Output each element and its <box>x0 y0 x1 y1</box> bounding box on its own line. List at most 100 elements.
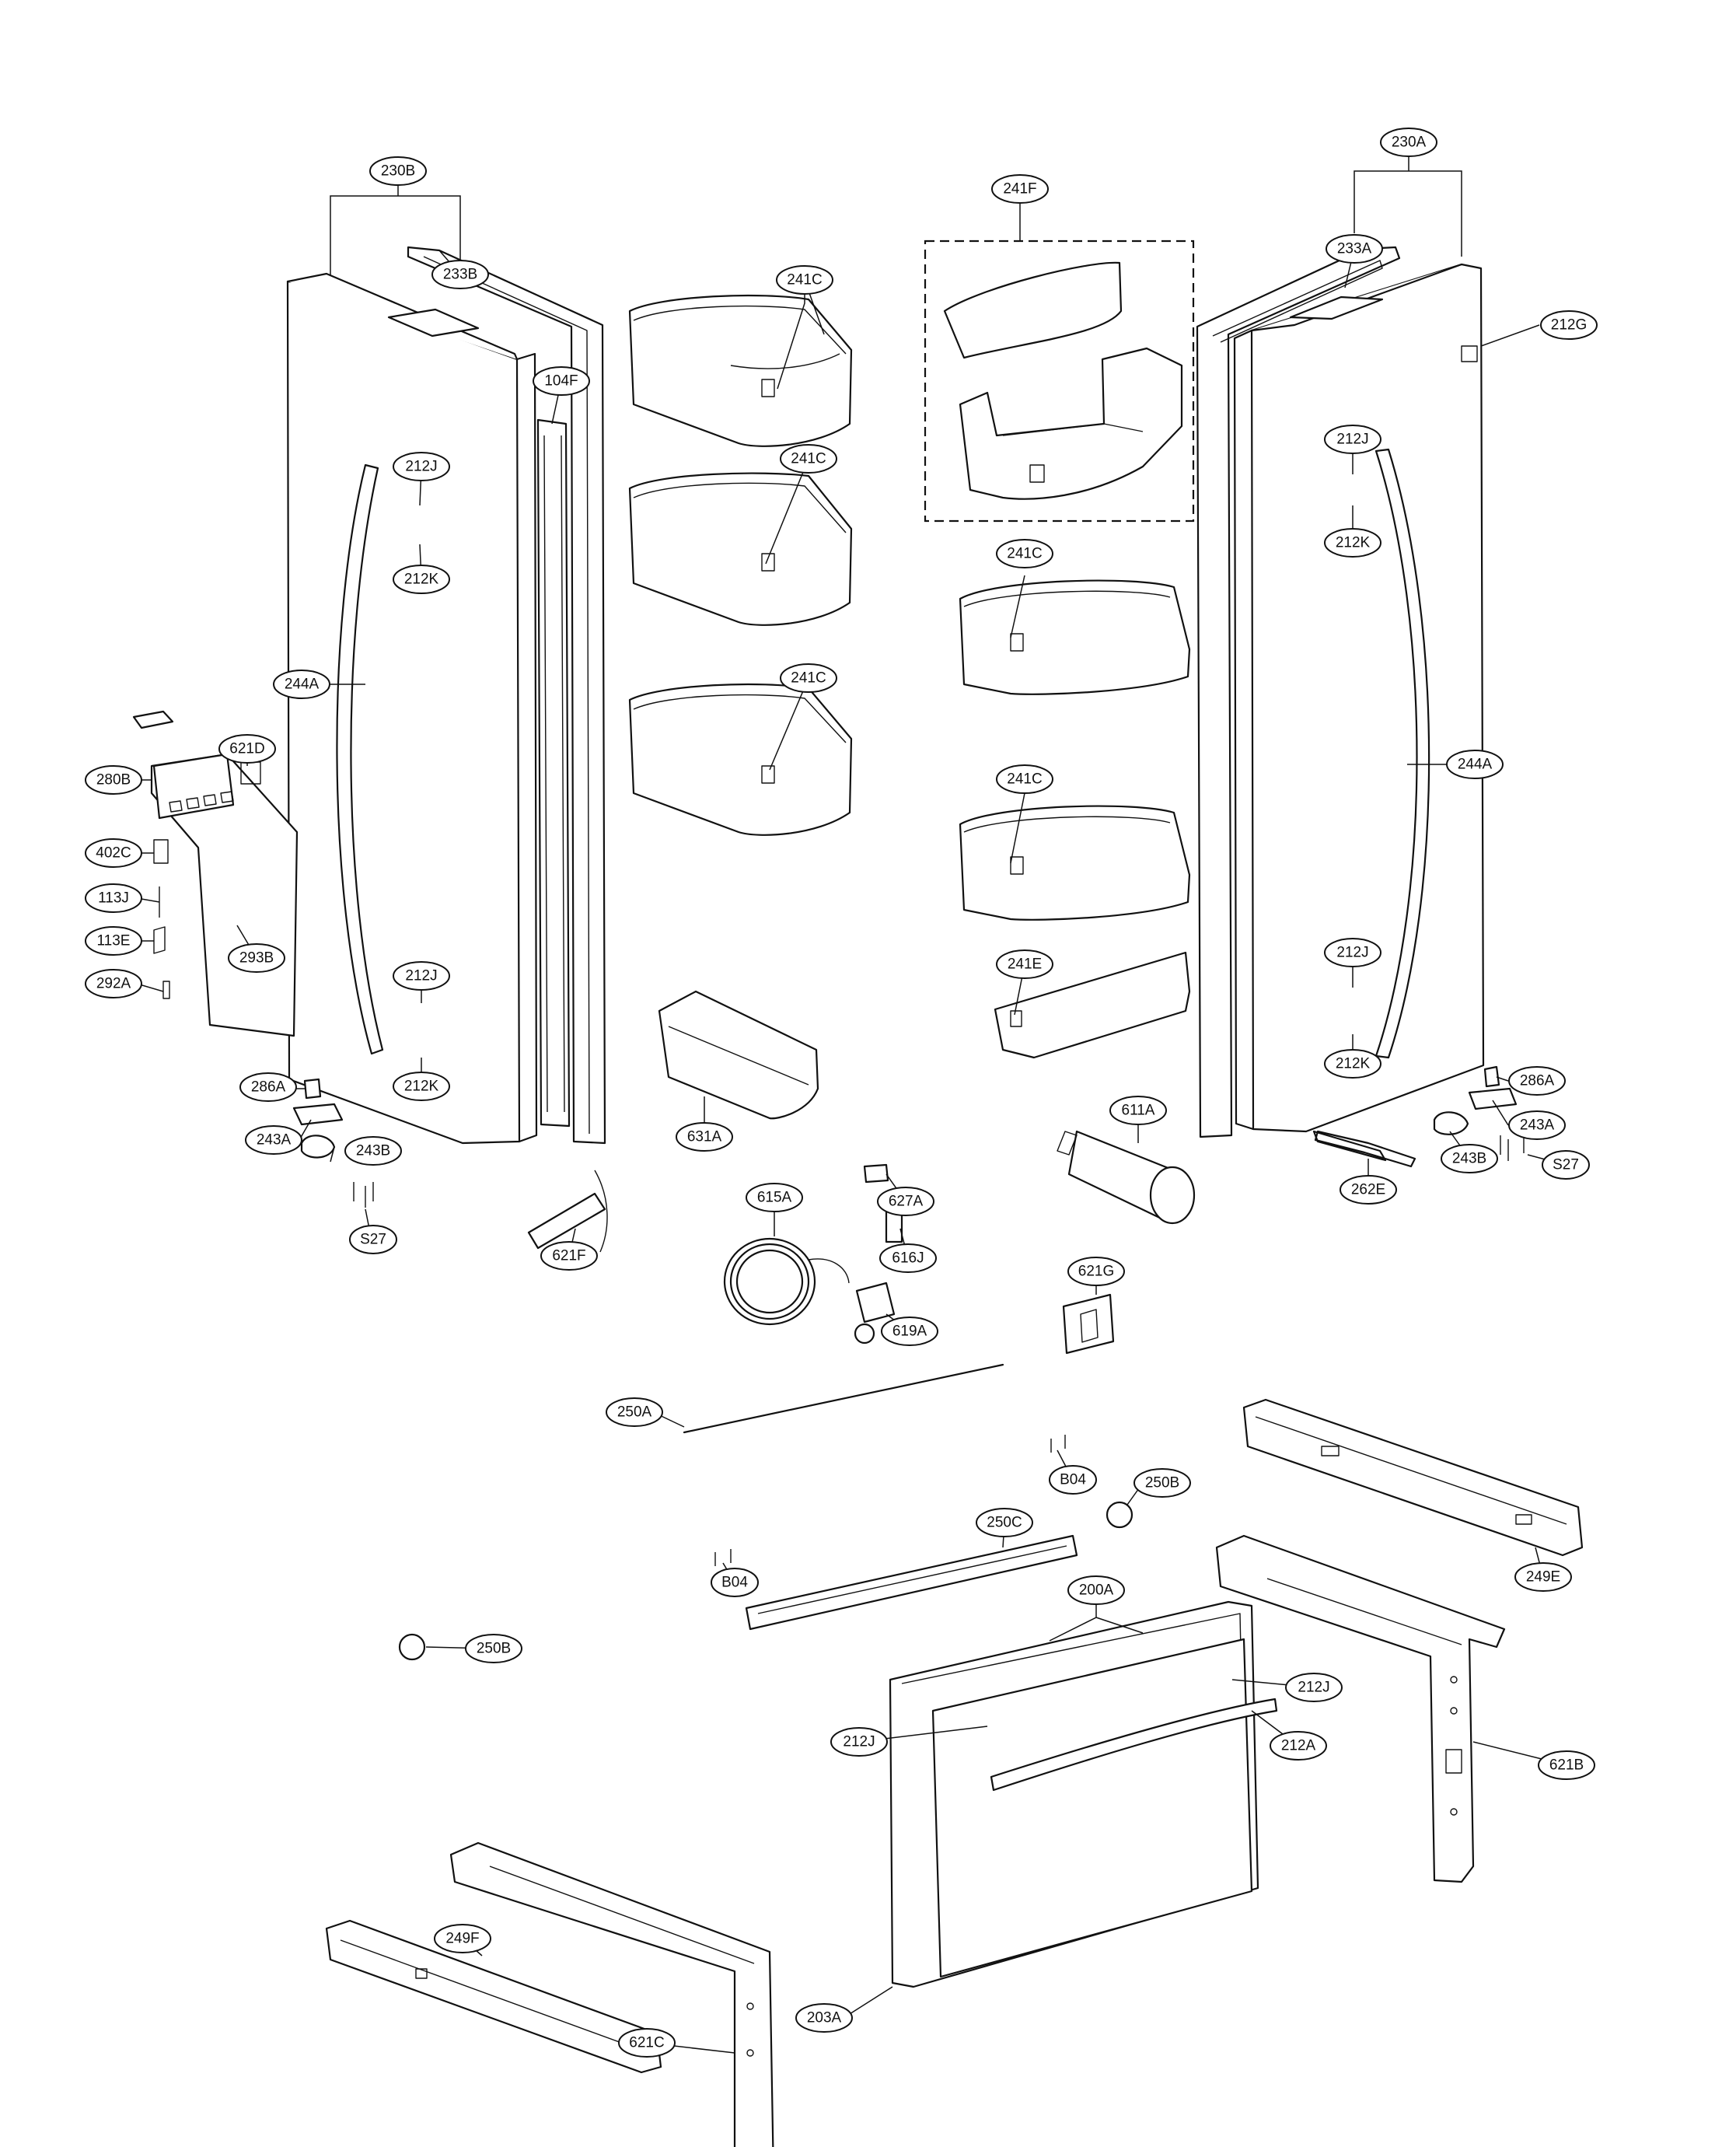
svg-text:212J: 212J <box>405 459 437 475</box>
svg-text:243A: 243A <box>257 1132 292 1149</box>
callout-250A: 250A <box>606 1397 663 1427</box>
part-250A-rod <box>683 1363 1004 1434</box>
part-611A-filter <box>1057 1130 1196 1225</box>
right-door-handle-244A <box>1374 448 1430 1059</box>
callout-233B: 233B <box>431 260 489 289</box>
svg-text:212J: 212J <box>1336 432 1368 448</box>
callout-243B: 243B <box>344 1136 402 1166</box>
callout-243A: 243A <box>1508 1110 1566 1140</box>
callout-249F: 249F <box>434 1924 491 1953</box>
callout-113J: 113J <box>85 883 142 913</box>
callout-621F: 621F <box>540 1241 598 1271</box>
svg-text:B04: B04 <box>1060 1472 1086 1488</box>
svg-text:241C: 241C <box>1007 771 1042 788</box>
callout-244A: 244A <box>273 670 330 699</box>
right-door-panel <box>1233 263 1485 1133</box>
svg-text:621F: 621F <box>552 1248 585 1264</box>
callout-631A: 631A <box>676 1122 733 1152</box>
part-621G-bracket <box>1062 1293 1115 1355</box>
callout-212A: 212A <box>1270 1731 1327 1761</box>
svg-text:S27: S27 <box>1553 1157 1579 1173</box>
left-dispenser-assembly <box>132 710 299 1037</box>
part-621F-tube <box>527 1170 608 1253</box>
svg-text:203A: 203A <box>807 2010 842 2026</box>
svg-text:212K: 212K <box>1336 535 1371 551</box>
drawer-front-panel <box>931 1638 1278 1978</box>
svg-text:611A: 611A <box>1122 1103 1155 1119</box>
svg-text:621B: 621B <box>1549 1757 1584 1774</box>
svg-text:286A: 286A <box>251 1079 286 1096</box>
callout-212J: 212J <box>393 452 450 481</box>
rail-249E <box>1242 1398 1584 1557</box>
part-250C-bar <box>745 1534 1078 1631</box>
left-door-panel <box>286 272 538 1145</box>
callout-230A: 230A <box>1380 128 1437 157</box>
callout-104F: 104F <box>533 366 590 396</box>
callout-262E: 262E <box>1340 1175 1397 1205</box>
callout-113E: 113E <box>85 926 142 956</box>
callout-621G: 621G <box>1067 1257 1125 1286</box>
svg-text:212J: 212J <box>1336 945 1368 961</box>
bin-241E <box>994 951 1191 1059</box>
callout-250B: 250B <box>465 1634 522 1663</box>
callout-280B: 280B <box>85 765 142 795</box>
svg-text:280B: 280B <box>96 772 131 789</box>
svg-text:241C: 241C <box>791 451 826 467</box>
svg-text:212G: 212G <box>1551 317 1587 334</box>
callout-203A: 203A <box>795 2003 853 2033</box>
svg-text:621C: 621C <box>629 2035 664 2051</box>
svg-text:621D: 621D <box>229 741 264 757</box>
svg-text:104F: 104F <box>544 373 578 390</box>
callout-241C: 241C <box>780 444 837 474</box>
callout-293B: 293B <box>228 943 285 973</box>
callout-S27: S27 <box>1542 1150 1590 1180</box>
part-262E <box>1314 1130 1416 1168</box>
svg-text:250A: 250A <box>617 1404 652 1421</box>
svg-text:212A: 212A <box>1281 1738 1316 1754</box>
svg-text:212J: 212J <box>843 1734 875 1750</box>
svg-text:212K: 212K <box>1336 1056 1371 1072</box>
callout-619A: 619A <box>881 1317 938 1346</box>
left-door-liner-104F <box>536 418 571 1128</box>
svg-text:243B: 243B <box>1452 1151 1486 1167</box>
callout-200A: 200A <box>1067 1575 1125 1605</box>
svg-text:230A: 230A <box>1392 135 1427 151</box>
svg-text:230B: 230B <box>381 163 415 180</box>
svg-text:250B: 250B <box>1145 1475 1179 1491</box>
svg-text:292A: 292A <box>96 976 131 992</box>
callout-627A: 627A <box>877 1187 934 1216</box>
callout-615A: 615A <box>746 1183 803 1212</box>
callout-241C: 241C <box>996 764 1053 794</box>
svg-text:113E: 113E <box>97 933 131 949</box>
callout-B04: B04 <box>711 1568 759 1597</box>
svg-text:250B: 250B <box>477 1641 511 1657</box>
callouts: 230B 233B 104F 241C 241C 241C 241F 230A … <box>85 128 1598 2058</box>
svg-text:212K: 212K <box>404 1079 439 1095</box>
svg-text:B04: B04 <box>721 1575 748 1591</box>
svg-text:402C: 402C <box>96 845 131 862</box>
part-250B-gears <box>398 1501 1133 1661</box>
callout-250B: 250B <box>1133 1468 1191 1498</box>
svg-text:619A: 619A <box>892 1324 927 1340</box>
svg-text:249E: 249E <box>1526 1569 1560 1586</box>
callout-212J: 212J <box>1285 1673 1343 1702</box>
part-B04-screws <box>714 1435 1066 1566</box>
callout-611A: 611A <box>1109 1096 1167 1125</box>
svg-text:200A: 200A <box>1079 1582 1114 1599</box>
svg-text:212K: 212K <box>404 572 439 588</box>
svg-text:233A: 233A <box>1337 241 1372 257</box>
callout-212J: 212J <box>1324 938 1381 967</box>
bracket-621B <box>1215 1534 1506 1883</box>
part-631A <box>658 990 819 1120</box>
svg-text:262E: 262E <box>1351 1182 1385 1198</box>
callout-241C: 241C <box>776 265 833 295</box>
svg-text:243B: 243B <box>356 1143 390 1159</box>
bin-241C-2 <box>628 472 853 626</box>
callout-621B: 621B <box>1538 1750 1595 1780</box>
callout-249E: 249E <box>1514 1562 1572 1592</box>
right-door-hinge-parts <box>1312 1065 1525 1162</box>
svg-text:212J: 212J <box>405 968 437 984</box>
callout-241F: 241F <box>991 174 1049 204</box>
callout-244A: 244A <box>1446 750 1504 779</box>
